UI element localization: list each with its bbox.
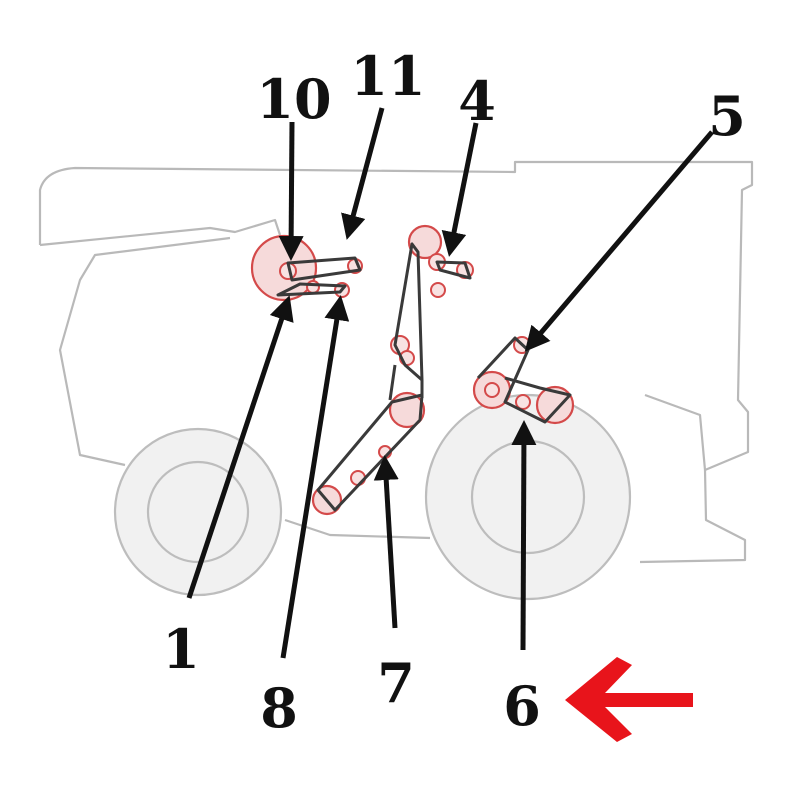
front-wheel: [113, 427, 283, 597]
callout-4: 4: [458, 69, 496, 133]
machine-outline: [38, 160, 754, 564]
leader-6: [511, 420, 537, 651]
callout-8: 8: [260, 676, 298, 740]
leader-10: [278, 121, 304, 261]
leader-11: [341, 107, 385, 240]
elevator-drive: [390, 224, 474, 382]
callout-7: 7: [377, 651, 415, 715]
leader-7: [373, 455, 399, 629]
callout-5: 5: [708, 84, 746, 148]
center-lower-drive: [311, 364, 426, 516]
rear-drive: [472, 336, 575, 425]
leader-8: [280, 295, 350, 659]
leader-1: [186, 295, 294, 599]
callout-6: 6: [503, 674, 541, 738]
leader-4: [441, 122, 479, 257]
leader-5: [524, 130, 714, 352]
upper-left-drive: [250, 234, 363, 302]
callout-1: 1: [162, 617, 200, 681]
callout-11: 11: [350, 44, 425, 108]
left-arrow-icon: [565, 657, 693, 742]
callout-10: 10: [256, 67, 331, 131]
rear-wheel: [424, 393, 632, 601]
